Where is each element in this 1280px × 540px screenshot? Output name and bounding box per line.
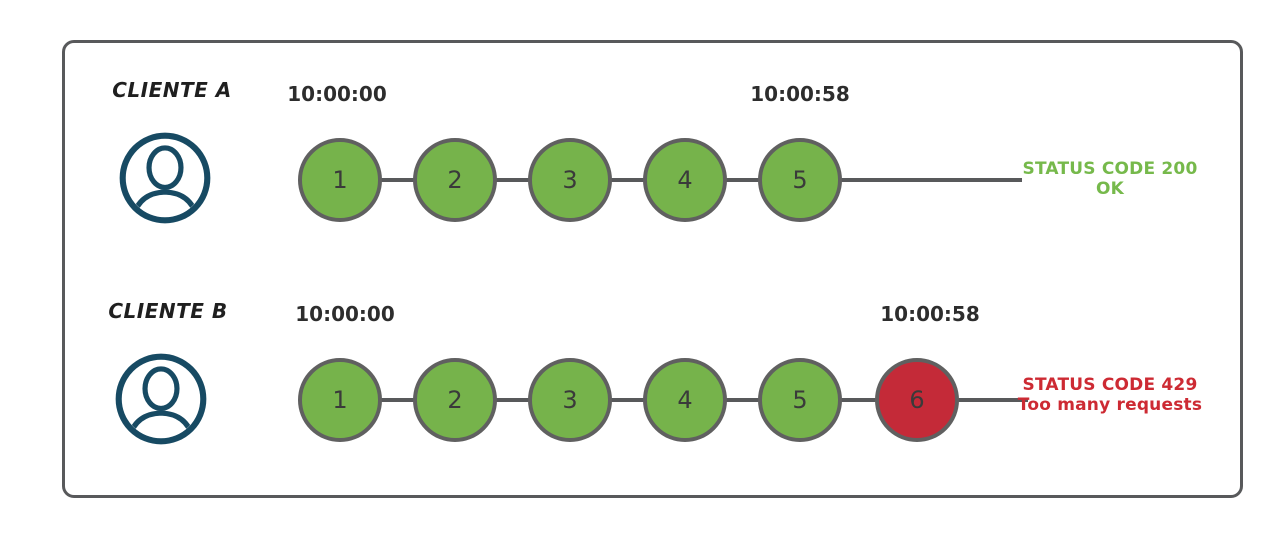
request-step-2: 2 [413, 358, 497, 442]
client-b-label: CLIENTE B [108, 299, 228, 323]
status-code-line: STATUS CODE 429 [1022, 375, 1198, 395]
request-step-1: 1 [298, 358, 382, 442]
request-step-4: 4 [643, 358, 727, 442]
user-avatar-icon [118, 131, 212, 225]
diagram-frame [62, 40, 1243, 498]
request-step-2: 2 [413, 138, 497, 222]
start-timestamp: 10:00:00 [295, 302, 395, 326]
end-timestamp: 10:00:58 [880, 302, 980, 326]
client-a-label: CLIENTE A [112, 78, 232, 102]
status-code-text: STATUS CODE 200 OK [1010, 159, 1210, 199]
status-code-text: STATUS CODE 429 Too many requests [1010, 375, 1210, 415]
request-step-5: 5 [758, 138, 842, 222]
request-step-5: 5 [758, 358, 842, 442]
request-step-6-rate-limited: 6 [875, 358, 959, 442]
request-step-3: 3 [528, 358, 612, 442]
request-step-3: 3 [528, 138, 612, 222]
user-avatar-icon [114, 352, 208, 446]
request-step-1: 1 [298, 138, 382, 222]
end-timestamp: 10:00:58 [750, 82, 850, 106]
status-message-line: OK [1095, 179, 1125, 199]
status-message-line: Too many requests [1017, 395, 1203, 415]
request-step-4: 4 [643, 138, 727, 222]
status-code-line: STATUS CODE 200 [1022, 159, 1198, 179]
start-timestamp: 10:00:00 [287, 82, 387, 106]
